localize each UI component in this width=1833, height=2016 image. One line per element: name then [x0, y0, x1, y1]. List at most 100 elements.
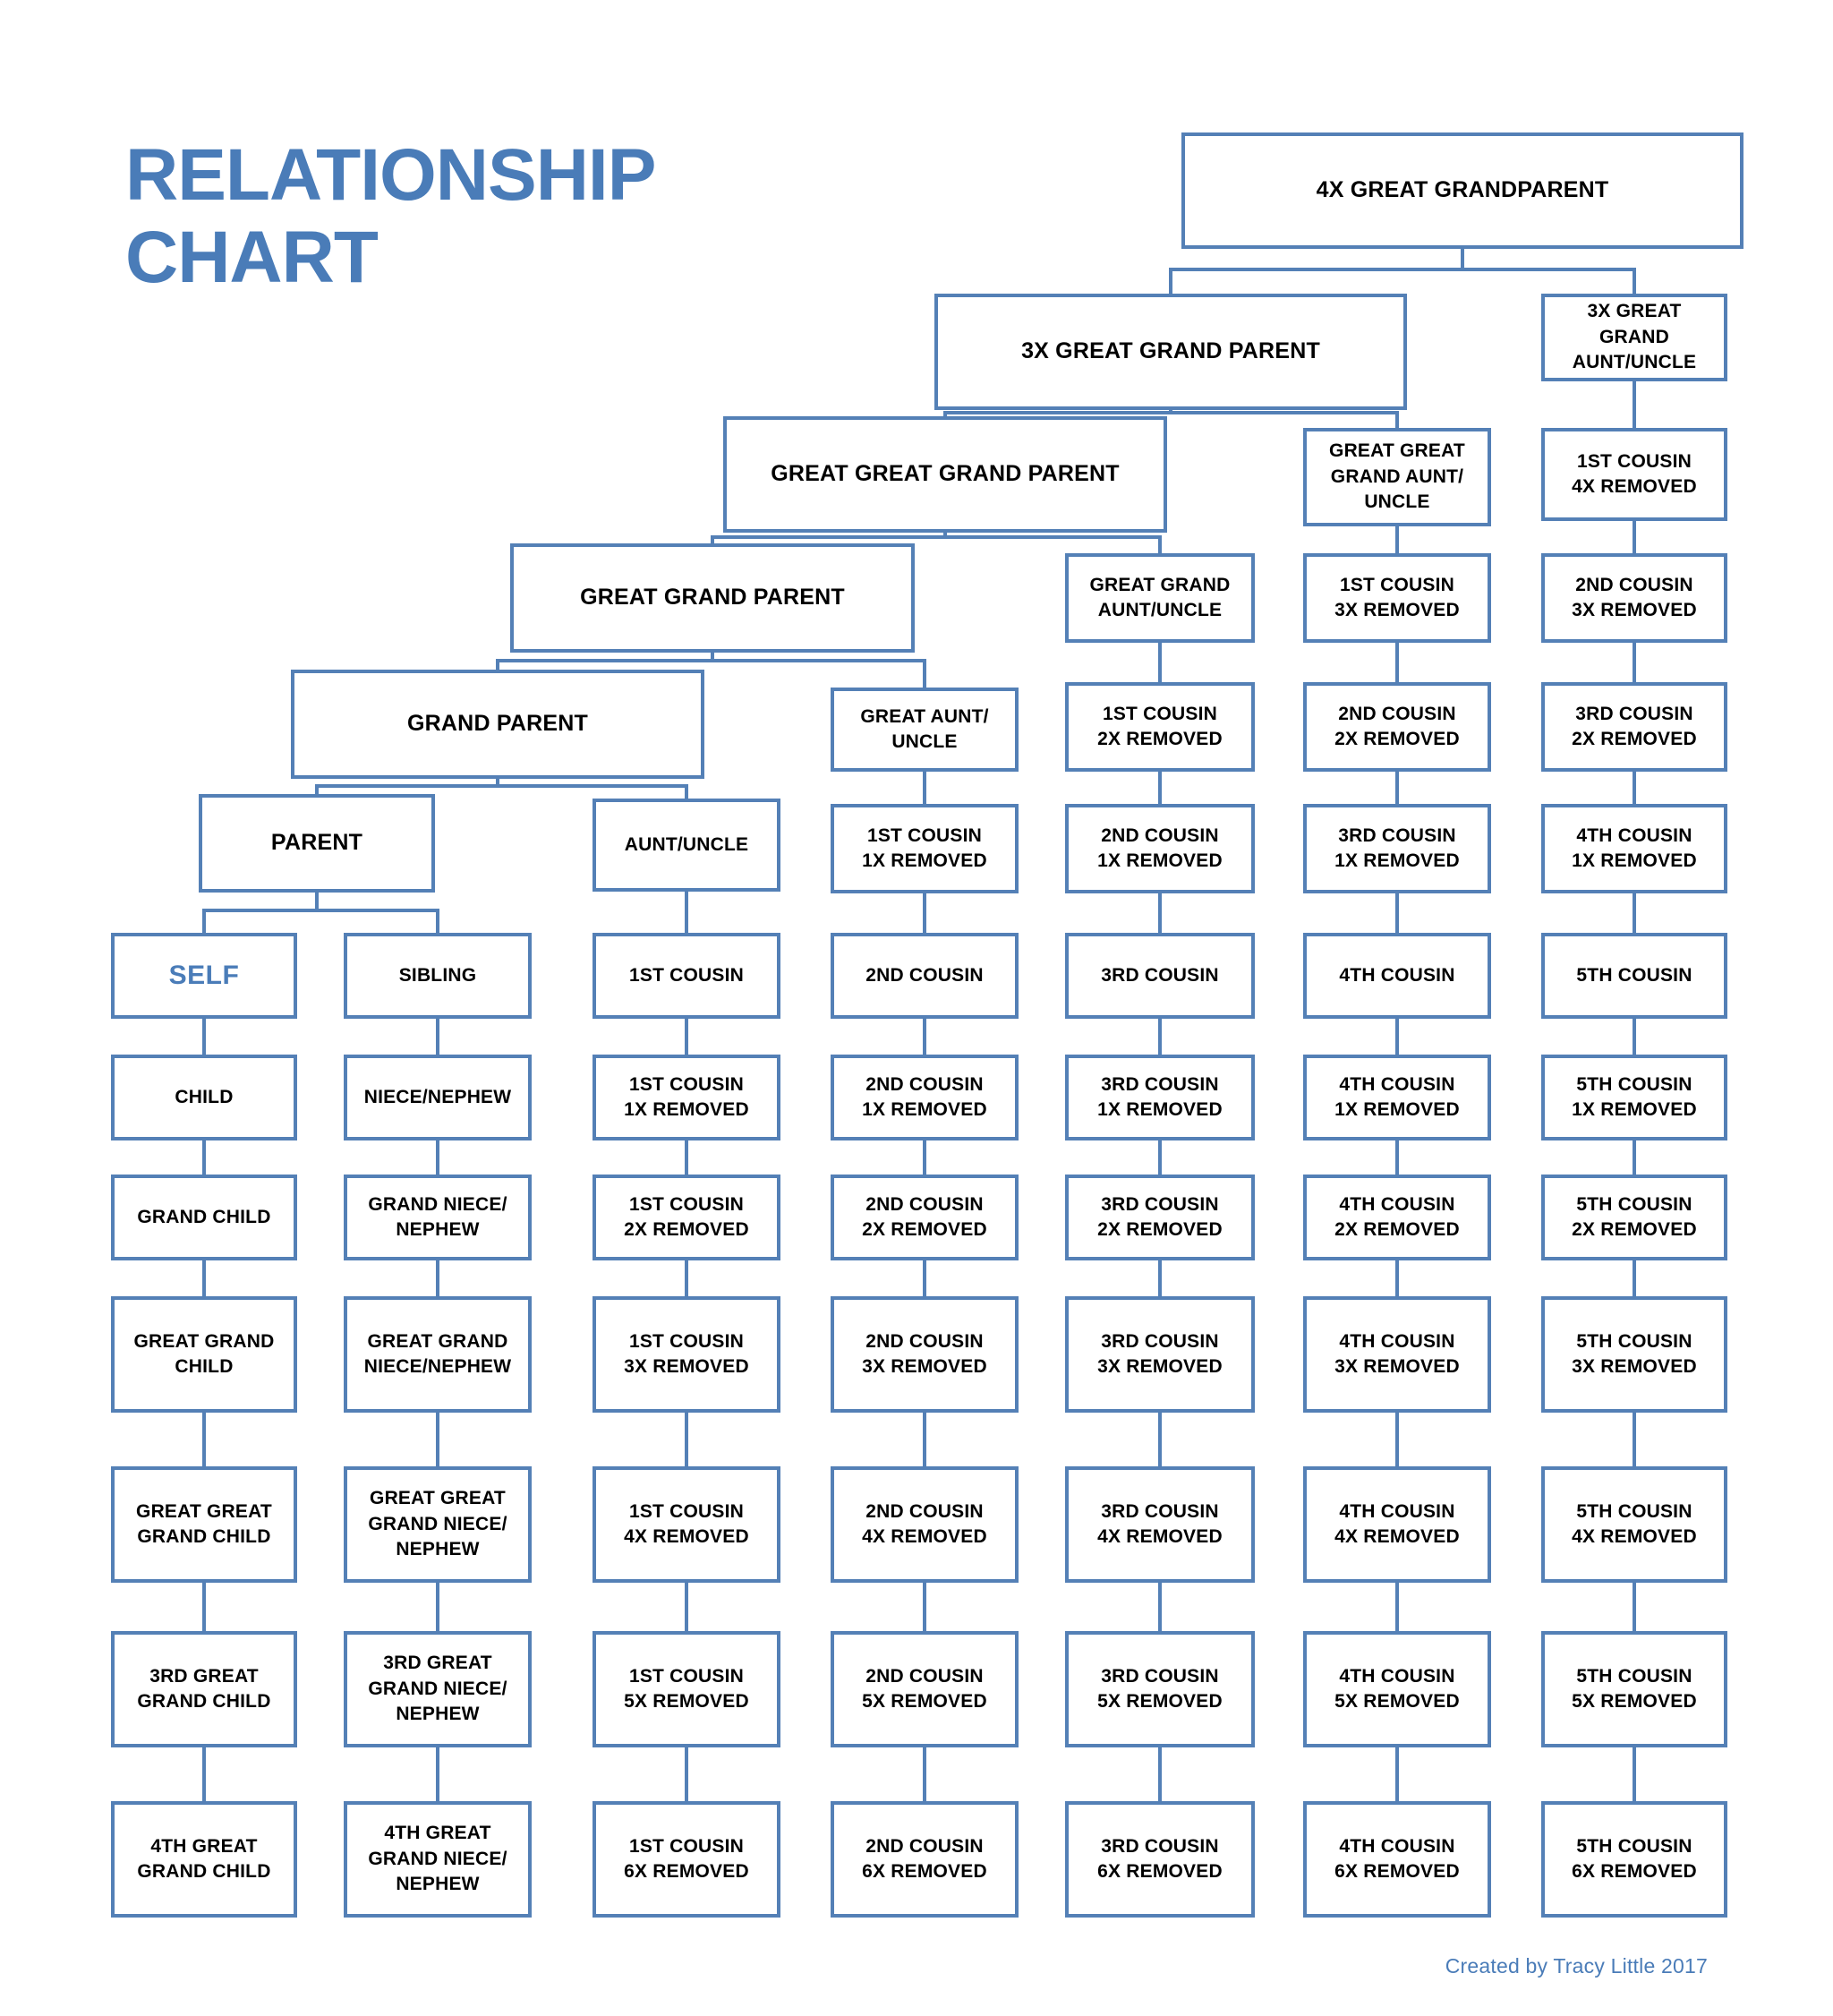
box-4th-great-grandchild-col7[interactable]: 5TH COUSIN 6X REMOVED [1541, 1801, 1727, 1918]
box-4th-great-grandchild-col2[interactable]: 4TH GREAT GRAND NIECE/ NEPHEW [344, 1801, 532, 1918]
upper-chain-6-2 [1633, 772, 1636, 804]
box-label: 4TH GREAT GRAND CHILD [137, 1835, 271, 1882]
box-3rd-cousin-2x-removed-upper[interactable]: 3RD COUSIN 2X REMOVED [1541, 682, 1727, 772]
box-gg-grandchild-col3[interactable]: 1ST COUSIN 4X REMOVED [593, 1466, 780, 1583]
box-child-col3[interactable]: 1ST COUSIN 1X REMOVED [593, 1055, 780, 1140]
grid-chain-c3-r3 [923, 1413, 926, 1466]
box-4th-great-grandchild-col5[interactable]: 3RD COUSIN 6X REMOVED [1065, 1801, 1255, 1918]
box-grandchild-col4[interactable]: 2ND COUSIN 2X REMOVED [831, 1175, 1019, 1260]
box-self-col1[interactable]: SELF [111, 933, 297, 1019]
box-grand-parent[interactable]: GRAND PARENT [291, 670, 704, 779]
box-3x-great-grand-aunt-uncle[interactable]: 3X GREAT GRAND AUNT/UNCLE [1541, 294, 1727, 381]
box-child-col2[interactable]: NIECE/NEPHEW [344, 1055, 532, 1140]
grid-chain-c6-r1 [1633, 1140, 1636, 1175]
upper-to-grid-5 [1395, 893, 1399, 933]
box-grandchild-col5[interactable]: 3RD COUSIN 2X REMOVED [1065, 1175, 1255, 1260]
box-label: 3RD COUSIN [1101, 964, 1219, 986]
box-child-col5[interactable]: 3RD COUSIN 1X REMOVED [1065, 1055, 1255, 1140]
box-1st-cousin-3x-removed-upper[interactable]: 1ST COUSIN 3X REMOVED [1303, 553, 1491, 643]
spine-to-parent-2 [711, 537, 714, 543]
box-great-grand-parent[interactable]: GREAT GRAND PARENT [510, 543, 915, 653]
box-label: SIBLING [398, 964, 477, 986]
box-gg-grandchild-col7[interactable]: 5TH COUSIN 4X REMOVED [1541, 1466, 1727, 1583]
aunt-drop-0 [1633, 381, 1636, 428]
box-label: GRAND NIECE/ NEPHEW [368, 1193, 507, 1240]
spine-to-aunt-1 [1395, 413, 1399, 428]
box-great-great-grand-parent[interactable]: GREAT GREAT GRAND PARENT [723, 416, 1167, 533]
box-parent[interactable]: PARENT [199, 794, 435, 893]
box-great-grandchild-col6[interactable]: 4TH COUSIN 3X REMOVED [1303, 1296, 1491, 1413]
box-4th-great-grandchild-col1[interactable]: 4TH GREAT GRAND CHILD [111, 1801, 297, 1918]
box-gg-grandchild-col5[interactable]: 3RD COUSIN 4X REMOVED [1065, 1466, 1255, 1583]
box-2nd-cousin-2x-removed-upper[interactable]: 2ND COUSIN 2X REMOVED [1303, 682, 1491, 772]
box-label: 4TH COUSIN 2X REMOVED [1334, 1193, 1460, 1240]
upper-chain-5-1 [1395, 772, 1399, 804]
box-3rd-great-grandchild-col4[interactable]: 2ND COUSIN 5X REMOVED [831, 1631, 1019, 1747]
box-1st-cousin-4x-removed-upper[interactable]: 1ST COUSIN 4X REMOVED [1541, 428, 1727, 521]
box-3rd-great-grandchild-col6[interactable]: 4TH COUSIN 5X REMOVED [1303, 1631, 1491, 1747]
box-aunt-uncle[interactable]: AUNT/UNCLE [593, 799, 780, 892]
box-gg-grandchild-col1[interactable]: GREAT GREAT GRAND CHILD [111, 1466, 297, 1583]
box-child-col7[interactable]: 5TH COUSIN 1X REMOVED [1541, 1055, 1727, 1140]
grid-chain-c2-r1 [685, 1140, 688, 1175]
spine-drop-3 [711, 653, 714, 661]
grid-chain-c2-r0 [685, 1019, 688, 1055]
box-grandchild-col1[interactable]: GRAND CHILD [111, 1175, 297, 1260]
box-great-grandchild-col5[interactable]: 3RD COUSIN 3X REMOVED [1065, 1296, 1255, 1413]
box-3rd-great-grandchild-col3[interactable]: 1ST COUSIN 5X REMOVED [593, 1631, 780, 1747]
grid-chain-c3-r1 [923, 1140, 926, 1175]
box-3rd-great-grandchild-col1[interactable]: 3RD GREAT GRAND CHILD [111, 1631, 297, 1747]
box-grandchild-col6[interactable]: 4TH COUSIN 2X REMOVED [1303, 1175, 1491, 1260]
box-child-col1[interactable]: CHILD [111, 1055, 297, 1140]
box-great-grandchild-col7[interactable]: 5TH COUSIN 3X REMOVED [1541, 1296, 1727, 1413]
box-great-grandchild-col2[interactable]: GREAT GRAND NIECE/NEPHEW [344, 1296, 532, 1413]
box-1st-cousin-1x-removed-upper[interactable]: 1ST COUSIN 1X REMOVED [831, 804, 1019, 893]
box-child-col6[interactable]: 4TH COUSIN 1X REMOVED [1303, 1055, 1491, 1140]
page-title: RELATIONSHIP CHART [125, 134, 656, 298]
box-2nd-cousin-3x-removed-upper[interactable]: 2ND COUSIN 3X REMOVED [1541, 553, 1727, 643]
upper-chain-6-1 [1633, 643, 1636, 682]
box-self-col7[interactable]: 5TH COUSIN [1541, 933, 1727, 1019]
box-great-grand-aunt-uncle[interactable]: GREAT GRAND AUNT/UNCLE [1065, 553, 1255, 643]
box-great-grandchild-col3[interactable]: 1ST COUSIN 3X REMOVED [593, 1296, 780, 1413]
grid-chain-c0-r4 [202, 1583, 206, 1631]
box-great-great-grand-aunt-uncle[interactable]: GREAT GREAT GRAND AUNT/ UNCLE [1303, 428, 1491, 526]
box-great-grandchild-col1[interactable]: GREAT GRAND CHILD [111, 1296, 297, 1413]
box-3rd-cousin-1x-removed-upper[interactable]: 3RD COUSIN 1X REMOVED [1303, 804, 1491, 893]
box-gg-grandchild-col4[interactable]: 2ND COUSIN 4X REMOVED [831, 1466, 1019, 1583]
box-grandchild-col2[interactable]: GRAND NIECE/ NEPHEW [344, 1175, 532, 1260]
box-3rd-great-grandchild-col7[interactable]: 5TH COUSIN 5X REMOVED [1541, 1631, 1727, 1747]
spine-drop-4 [496, 779, 499, 786]
box-self-col4[interactable]: 2ND COUSIN [831, 933, 1019, 1019]
box-self-col2[interactable]: SIBLING [344, 933, 532, 1019]
aunt-drop-4 [685, 892, 688, 933]
box-great-grandchild-col4[interactable]: 2ND COUSIN 3X REMOVED [831, 1296, 1019, 1413]
box-self-col6[interactable]: 4TH COUSIN [1303, 933, 1491, 1019]
box-self-col5[interactable]: 3RD COUSIN [1065, 933, 1255, 1019]
box-4x-great-grandparent[interactable]: 4X GREAT GRANDPARENT [1181, 132, 1743, 249]
box-4th-great-grandchild-col6[interactable]: 4TH COUSIN 6X REMOVED [1303, 1801, 1491, 1918]
grid-chain-c2-r5 [685, 1747, 688, 1801]
box-label: 4TH COUSIN 1X REMOVED [1334, 1073, 1460, 1120]
grid-chain-c1-r0 [436, 1019, 439, 1055]
grid-chain-c2-r2 [685, 1260, 688, 1296]
grid-chain-c4-r1 [1158, 1140, 1162, 1175]
box-label: 4TH COUSIN 3X REMOVED [1334, 1330, 1460, 1377]
box-gg-grandchild-col6[interactable]: 4TH COUSIN 4X REMOVED [1303, 1466, 1491, 1583]
box-4th-great-grandchild-col3[interactable]: 1ST COUSIN 6X REMOVED [593, 1801, 780, 1918]
box-great-aunt-uncle[interactable]: GREAT AUNT/ UNCLE [831, 688, 1019, 772]
box-grandchild-col7[interactable]: 5TH COUSIN 2X REMOVED [1541, 1175, 1727, 1260]
box-3x-great-grand-parent[interactable]: 3X GREAT GRAND PARENT [934, 294, 1407, 410]
box-4th-cousin-1x-removed-upper[interactable]: 4TH COUSIN 1X REMOVED [1541, 804, 1727, 893]
box-self-col3[interactable]: 1ST COUSIN [593, 933, 780, 1019]
box-2nd-cousin-1x-removed-upper[interactable]: 2ND COUSIN 1X REMOVED [1065, 804, 1255, 893]
box-child-col4[interactable]: 2ND COUSIN 1X REMOVED [831, 1055, 1019, 1140]
box-gg-grandchild-col2[interactable]: GREAT GREAT GRAND NIECE/ NEPHEW [344, 1466, 532, 1583]
box-3rd-great-grandchild-col2[interactable]: 3RD GREAT GRAND NIECE/ NEPHEW [344, 1631, 532, 1747]
box-grandchild-col3[interactable]: 1ST COUSIN 2X REMOVED [593, 1175, 780, 1260]
box-1st-cousin-2x-removed-upper[interactable]: 1ST COUSIN 2X REMOVED [1065, 682, 1255, 772]
box-label: 3RD COUSIN 1X REMOVED [1097, 1073, 1223, 1120]
box-label: 1ST COUSIN 5X REMOVED [624, 1665, 749, 1712]
box-4th-great-grandchild-col4[interactable]: 2ND COUSIN 6X REMOVED [831, 1801, 1019, 1918]
box-3rd-great-grandchild-col5[interactable]: 3RD COUSIN 5X REMOVED [1065, 1631, 1255, 1747]
